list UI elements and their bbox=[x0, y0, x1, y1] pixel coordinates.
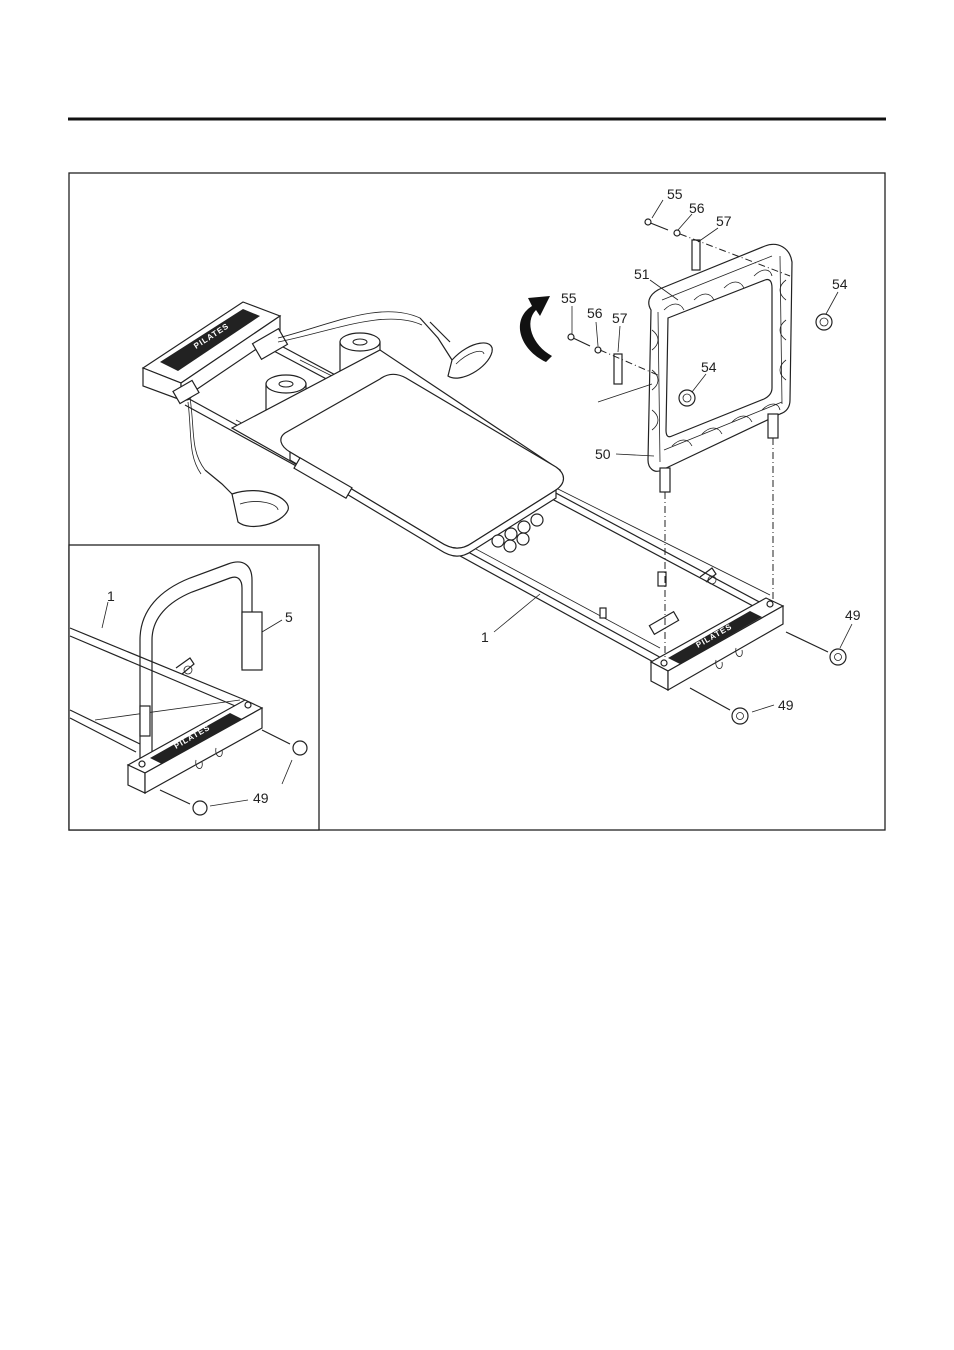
callout-54-right: 54 bbox=[832, 276, 848, 292]
inset-bolt-49-front bbox=[159, 789, 208, 816]
callout-55-left: 55 bbox=[561, 290, 577, 306]
hand-strap-left bbox=[204, 469, 289, 527]
main-callouts: 55 56 57 51 54 55 56 57 54 50 1 49 49 bbox=[481, 186, 861, 713]
inset-bolt-49-right bbox=[261, 729, 308, 756]
inset-callout-1: 1 bbox=[107, 588, 115, 604]
leader-lines bbox=[493, 199, 853, 713]
callout-56-left: 56 bbox=[587, 305, 603, 321]
foot-end-cap: PILATES bbox=[649, 597, 785, 692]
figure-frame bbox=[68, 172, 886, 831]
inset-u-bar bbox=[139, 561, 253, 758]
knob-54-right bbox=[815, 313, 833, 331]
inset-end-cap: PILATES bbox=[126, 699, 264, 795]
hardware-set-top bbox=[644, 218, 791, 277]
callout-56-top: 56 bbox=[689, 200, 705, 216]
carriage-pad bbox=[280, 373, 565, 557]
bolt-49-right bbox=[785, 631, 847, 666]
callout-57-top: 57 bbox=[716, 213, 732, 229]
hardware-set-left bbox=[567, 333, 661, 385]
callout-57-left: 57 bbox=[612, 310, 628, 326]
callout-50: 50 bbox=[595, 446, 611, 462]
reformer-assembly: PILATES bbox=[141, 199, 853, 725]
callout-49-front: 49 bbox=[778, 697, 794, 713]
callout-54-center: 54 bbox=[701, 359, 717, 375]
rail-posts bbox=[599, 571, 680, 636]
inset-detail: PILATES 1 5 49 bbox=[68, 544, 320, 831]
inset-frame bbox=[68, 544, 320, 831]
knob-54-center bbox=[678, 389, 696, 407]
foot-bar-frame bbox=[647, 243, 793, 493]
resistance-cords bbox=[187, 311, 423, 475]
bolt-49-front bbox=[689, 687, 749, 725]
inset-callout-49: 49 bbox=[253, 790, 269, 806]
callout-1-main: 1 bbox=[481, 629, 489, 645]
pulley-assembly bbox=[172, 327, 289, 405]
callout-49-right: 49 bbox=[845, 607, 861, 623]
hand-strap-right bbox=[419, 317, 493, 379]
carriage-side-bracket bbox=[293, 456, 353, 500]
callout-55-top: 55 bbox=[667, 186, 683, 202]
rail-hook bbox=[699, 567, 717, 585]
rotation-arrow-icon bbox=[519, 296, 552, 362]
spring-knobs bbox=[491, 513, 544, 553]
inset-callout-5: 5 bbox=[285, 609, 293, 625]
callout-51: 51 bbox=[634, 266, 650, 282]
